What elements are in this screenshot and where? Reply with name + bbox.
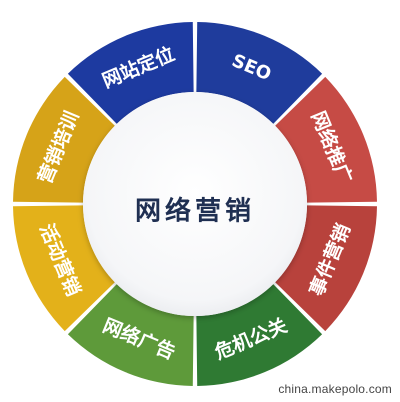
ring-segment <box>67 22 194 124</box>
ring-segments <box>13 22 377 386</box>
center-circle <box>83 92 307 316</box>
ring-segment <box>67 284 194 386</box>
ring-segment <box>275 205 377 332</box>
ring-segment <box>13 76 115 203</box>
ring-segment <box>196 284 323 386</box>
watermark-text: china.makepolo.com <box>278 382 392 396</box>
center-title: 网络营销 <box>135 196 255 227</box>
ring-segment <box>196 22 323 124</box>
ring-segment <box>13 205 115 332</box>
ring-segment <box>275 76 377 203</box>
